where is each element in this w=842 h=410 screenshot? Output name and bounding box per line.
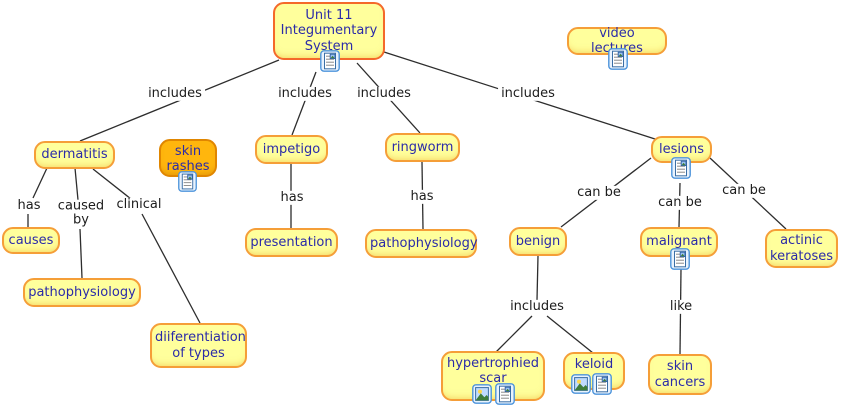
node-label: skin rashes	[166, 144, 210, 175]
node-presentation[interactable]: presentation	[245, 228, 338, 257]
linking-phrase-has[interactable]: has	[277, 190, 307, 206]
linking-phrase-has[interactable]: has	[407, 189, 437, 205]
node-hypertrophied-scar[interactable]: hypertrophied scar	[441, 351, 545, 401]
linking-phrase-includes[interactable]: includes	[498, 86, 558, 102]
text-resource-icon[interactable]	[495, 383, 515, 405]
node-label: diiferentiation of types	[155, 330, 246, 361]
linking-phrase-has[interactable]: has	[14, 198, 44, 214]
linking-phrase-can-be[interactable]: can be	[719, 183, 769, 199]
node-label: impetigo	[262, 141, 321, 157]
node-label: actinic keratoses	[770, 233, 833, 264]
text-resource-icon[interactable]	[320, 50, 340, 72]
node-label: skin cancers	[654, 359, 706, 390]
node-label: ringworm	[391, 139, 454, 155]
node-label: benign	[515, 233, 561, 249]
node-label: keloid	[574, 357, 614, 372]
image-resource-icon[interactable]	[472, 383, 492, 405]
node-label: pathophysiology	[370, 235, 478, 251]
node-impetigo[interactable]: impetigo	[255, 135, 328, 164]
node-pathophysiology-dermatitis[interactable]: pathophysiology	[23, 278, 141, 307]
node-pathophysiology-ringworm[interactable]: pathophysiology	[365, 229, 478, 258]
text-resource-icon[interactable]	[178, 171, 197, 192]
linking-phrase-includes[interactable]: includes	[354, 86, 414, 102]
node-causes[interactable]: causes	[2, 227, 60, 254]
node-label: malignant	[646, 234, 712, 250]
node-label: causes	[8, 232, 54, 248]
node-ringworm[interactable]: ringworm	[385, 133, 460, 162]
node-label: dermatitis	[41, 147, 108, 163]
node-skin-rashes[interactable]: skin rashes	[159, 139, 217, 177]
node-label: Unit 11 Integumentary System	[280, 8, 378, 54]
linking-phrase-includes[interactable]: includes	[145, 86, 205, 102]
linking-phrase-caused-by[interactable]: caused by	[52, 199, 110, 229]
node-label: hypertrophied scar	[447, 356, 539, 387]
node-benign[interactable]: benign	[509, 227, 567, 256]
node-skin-cancers[interactable]: skin cancers	[648, 354, 712, 395]
node-label: pathophysiology	[28, 284, 136, 300]
image-resource-icon[interactable]	[571, 373, 591, 395]
text-resource-icon[interactable]	[670, 248, 690, 270]
node-dermatitis[interactable]: dermatitis	[34, 141, 115, 169]
linking-phrase-can-be[interactable]: can be	[655, 195, 705, 211]
node-label: presentation	[250, 234, 333, 250]
text-resource-icon[interactable]	[671, 157, 691, 179]
node-actinic-keratoses[interactable]: actinic keratoses	[765, 229, 838, 268]
linking-phrase-clinical[interactable]: clinical	[113, 197, 165, 213]
linking-phrase-includes[interactable]: includes	[275, 86, 335, 102]
node-diiferentiation-of-types[interactable]: diiferentiation of types	[150, 323, 247, 368]
linking-phrase-like[interactable]: like	[666, 299, 696, 315]
linking-phrase-includes[interactable]: includes	[507, 299, 567, 315]
linking-phrase-can-be[interactable]: can be	[574, 185, 624, 201]
text-resource-icon[interactable]	[592, 373, 612, 395]
text-resource-icon[interactable]	[608, 48, 628, 70]
node-label: lesions	[659, 141, 704, 157]
